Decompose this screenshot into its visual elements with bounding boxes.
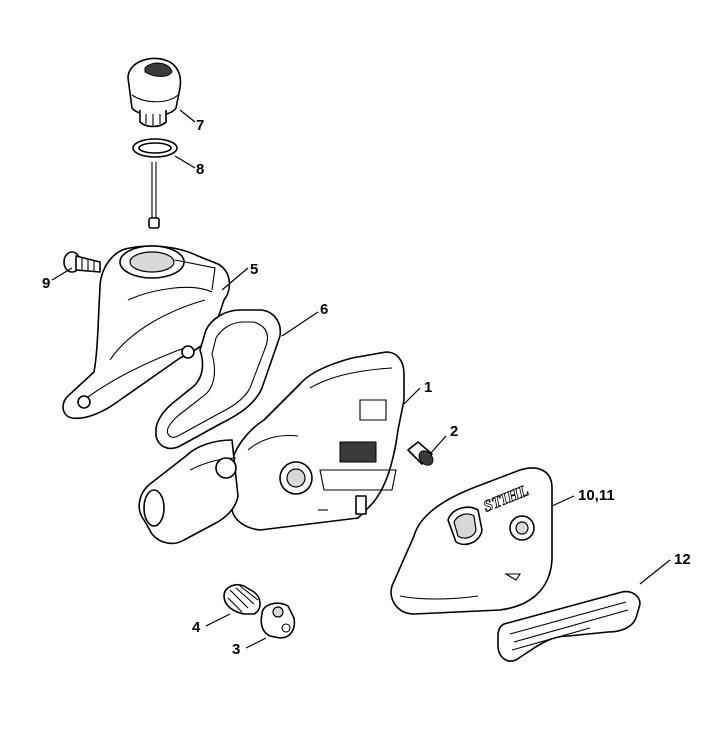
callout-3: 3 [232,641,241,658]
part-9-screw [63,251,101,273]
callout-6: 6 [320,301,329,318]
callout-1: 1 [424,379,433,396]
callout-2: 2 [450,423,459,440]
callout-8: 8 [196,161,205,178]
part-10-11-side-cover: STIHL [390,467,553,615]
callout-12: 12 [674,551,691,568]
part-1-housing [138,351,405,545]
callout-9: 9 [42,275,51,292]
part-2-pin [407,441,434,466]
part-8-o-ring [132,138,178,229]
part-4-spring [223,583,261,615]
part-7-oil-cap [127,57,182,128]
callout-7: 7 [196,117,205,134]
part-3-fitting [260,602,296,639]
callout-10-11: 10,11 [578,487,615,504]
callout-5: 5 [250,261,259,278]
leader-lines [51,109,671,649]
part-6-gasket [155,309,282,450]
part-5-oil-tank-housing [62,245,231,420]
part-12-plate [497,590,641,662]
callout-4: 4 [192,619,201,636]
